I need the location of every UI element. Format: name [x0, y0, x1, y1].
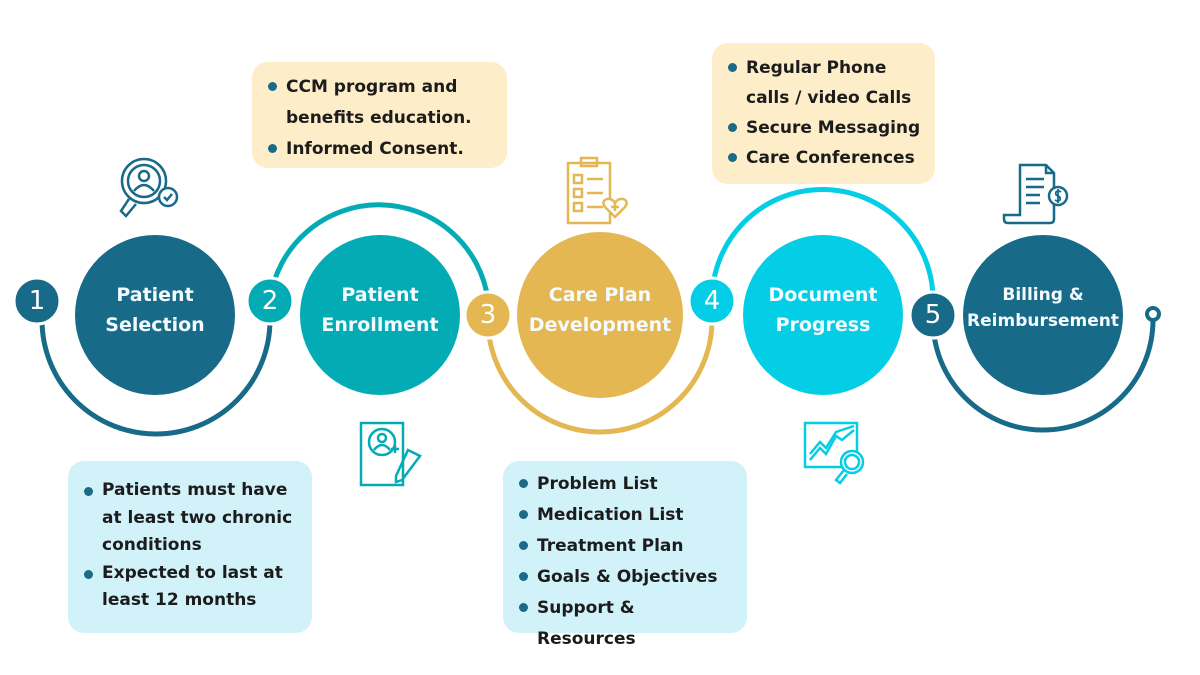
progress-chart-search-icon [803, 421, 865, 485]
number-circle-2 [245, 276, 295, 326]
care-plan-clipboard-icon [566, 156, 628, 225]
step-circle-4 [743, 235, 903, 395]
step-label-3: Care Plan Development [528, 284, 672, 336]
step-label-1: Patient Selection [105, 284, 205, 336]
arc-1 [39, 319, 273, 437]
number-circle-3 [463, 290, 513, 340]
list-item: Medication List [517, 500, 733, 531]
list-item: Expected to last at least 12 months [82, 560, 298, 615]
list-item: Informed Consent. [266, 134, 493, 165]
step-circle-2 [300, 235, 460, 395]
list-item: Care Conferences [726, 143, 921, 173]
progress-info-box: Regular Phone calls / video Calls Secure… [712, 43, 935, 184]
step-label-2: Patient Enrollment [321, 284, 439, 336]
arc-3 [485, 319, 715, 435]
step-number-3: 3 [479, 300, 497, 330]
care-plan-info-box: Problem List Medication List Treatment P… [503, 461, 747, 649]
arc-4 [709, 187, 936, 301]
enrollment-info-box: CCM program and benefits education. Info… [252, 62, 507, 168]
list-item: Patients must have at least two chronic … [82, 477, 298, 560]
step-number-2: 2 [261, 286, 279, 316]
step-label-5: Billing & Reimbursement [967, 285, 1119, 331]
arc-2 [267, 202, 491, 301]
search-user-icon [119, 157, 179, 218]
step-number-5: 5 [924, 300, 942, 330]
step-circle-5 [963, 235, 1123, 395]
enrollment-form-icon [359, 421, 422, 487]
number-circle-5 [908, 290, 958, 340]
arc-5 [930, 319, 1156, 433]
list-item: Goals & Objectives [517, 562, 733, 593]
number-circle-1 [12, 276, 62, 326]
selection-info-box: Patients must have at least two chronic … [68, 461, 312, 633]
list-item: Regular Phone calls / video Calls [726, 53, 921, 113]
list-item: CCM program and benefits education. [266, 72, 493, 134]
step-number-4: 4 [703, 286, 721, 316]
step-circle-3 [517, 232, 683, 398]
path-end-dot [1145, 306, 1161, 322]
list-item: Secure Messaging [726, 113, 921, 143]
number-circle-4 [687, 276, 737, 326]
step-number-1: 1 [28, 286, 46, 316]
billing-invoice-icon [1002, 163, 1069, 225]
step-circle-1 [75, 235, 235, 395]
list-item: Support & Resources [517, 593, 733, 655]
list-item: Problem List [517, 469, 733, 500]
step-label-4: Document Progress [768, 284, 878, 336]
list-item: Treatment Plan [517, 531, 733, 562]
